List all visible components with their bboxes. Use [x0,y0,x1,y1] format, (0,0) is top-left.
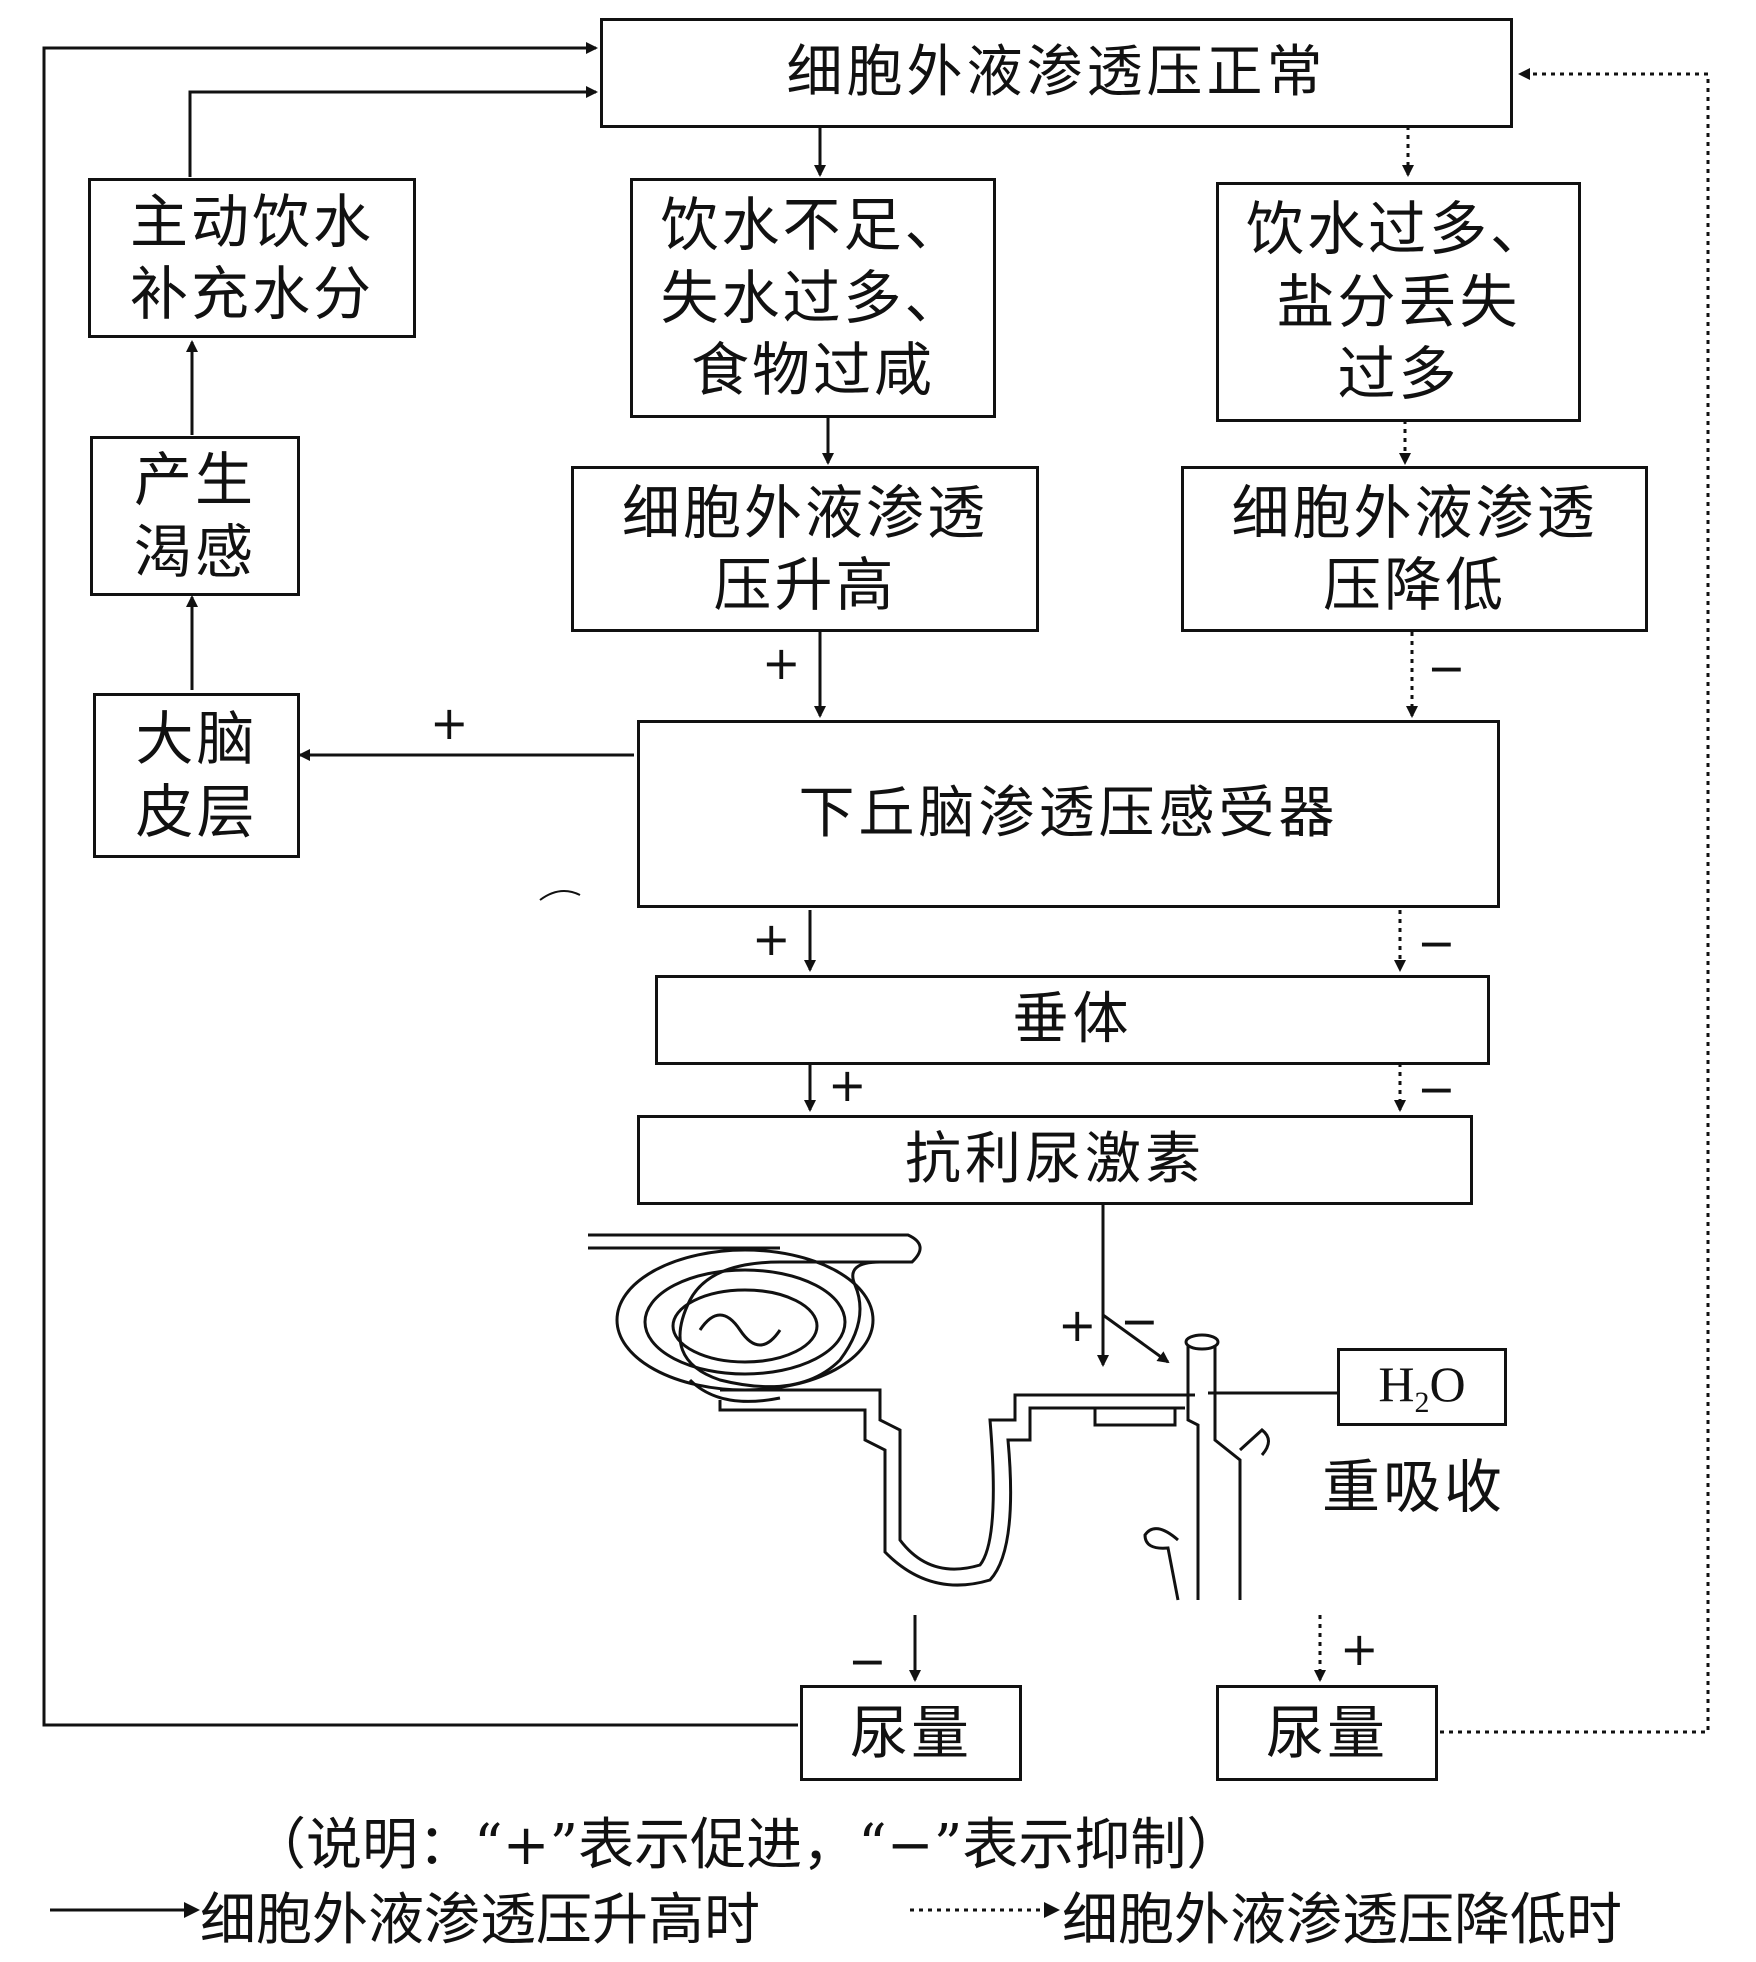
legend-solid-arrow-icon [50,1902,200,1918]
explanation-note: （说明：“+”表示促进，“−”表示抑制） [250,1813,1243,1878]
box-thirst-label: 产生 渴感 [133,445,256,587]
urine-left-label: 尿量 [849,1698,972,1767]
urine-right-label: 尿量 [1265,1698,1388,1767]
box-urine-volume-left: 尿量 [800,1685,1022,1781]
arrow-urine-right-to-normal [1440,68,1710,1734]
box-cause-high: 饮水不足、 失水过多、 食物过咸 [630,178,996,418]
box-cerebral-cortex: 大脑 皮层 [93,693,300,858]
box-hypothalamus-label: 下丘脑渗透压感受器 [798,781,1339,846]
box-osmotic-high: 细胞外液渗透 压升高 [571,466,1039,632]
plus-sign: + [828,1058,867,1112]
minus-sign: − [848,1634,887,1688]
nephron-drawing [539,890,1270,1601]
legend-solid-label: 细胞外液渗透压升高时 [200,1888,760,1953]
box-thirst: 产生 渴感 [90,436,300,596]
arrow-urine-left-to-normal [42,42,798,1727]
box-cause-low-label: 饮水过多、 盐分丢失 过多 [1245,195,1551,409]
box-osmotic-high-label: 细胞外液渗透 压升高 [621,478,988,620]
minus-sign: − [1427,641,1466,695]
box-active-drinking: 主动饮水 补充水分 [88,178,416,338]
plus-sign: + [430,696,469,750]
box-h2o: H2O [1337,1348,1507,1426]
box-hypothalamus-receptor: 下丘脑渗透压感受器 [637,720,1500,908]
box-cortex-label: 大脑 皮层 [135,705,258,846]
legend-dotted-label: 细胞外液渗透压降低时 [1062,1888,1622,1953]
minus-sign: − [1120,1294,1159,1348]
arrow-drink-to-normal [188,86,598,177]
plus-sign: + [752,912,791,966]
box-osmotic-low-label: 细胞外液渗透 压降低 [1231,478,1598,620]
plus-sign: + [762,636,801,690]
legend-dotted-arrow-icon [910,1902,1060,1918]
box-cause-high-label: 饮水不足、 失水过多、 食物过咸 [660,191,966,405]
plus-sign: + [1058,1298,1097,1352]
plus-sign: + [1340,1622,1379,1676]
box-pituitary: 垂体 [655,975,1490,1065]
box-pituitary-label: 垂体 [1012,987,1133,1052]
box-cause-low: 饮水过多、 盐分丢失 过多 [1216,182,1581,422]
box-antidiuretic-hormone: 抗利尿激素 [637,1115,1473,1205]
minus-sign: − [1417,1062,1456,1116]
box-osmotic-low: 细胞外液渗透 压降低 [1181,466,1648,632]
box-adh-label: 抗利尿激素 [905,1127,1205,1192]
box-urine-volume-right: 尿量 [1216,1685,1438,1781]
box-normal-label: 细胞外液渗透压正常 [786,40,1327,105]
minus-sign: − [1417,916,1456,970]
box-normal-osmotic-pressure: 细胞外液渗透压正常 [600,18,1513,128]
reabsorption-label: 重吸收 [1322,1453,1506,1521]
arrow-adh-effect [1102,1313,1170,1364]
h2o-formula: H2O [1378,1355,1466,1419]
box-active-drinking-label: 主动饮水 补充水分 [129,187,374,329]
